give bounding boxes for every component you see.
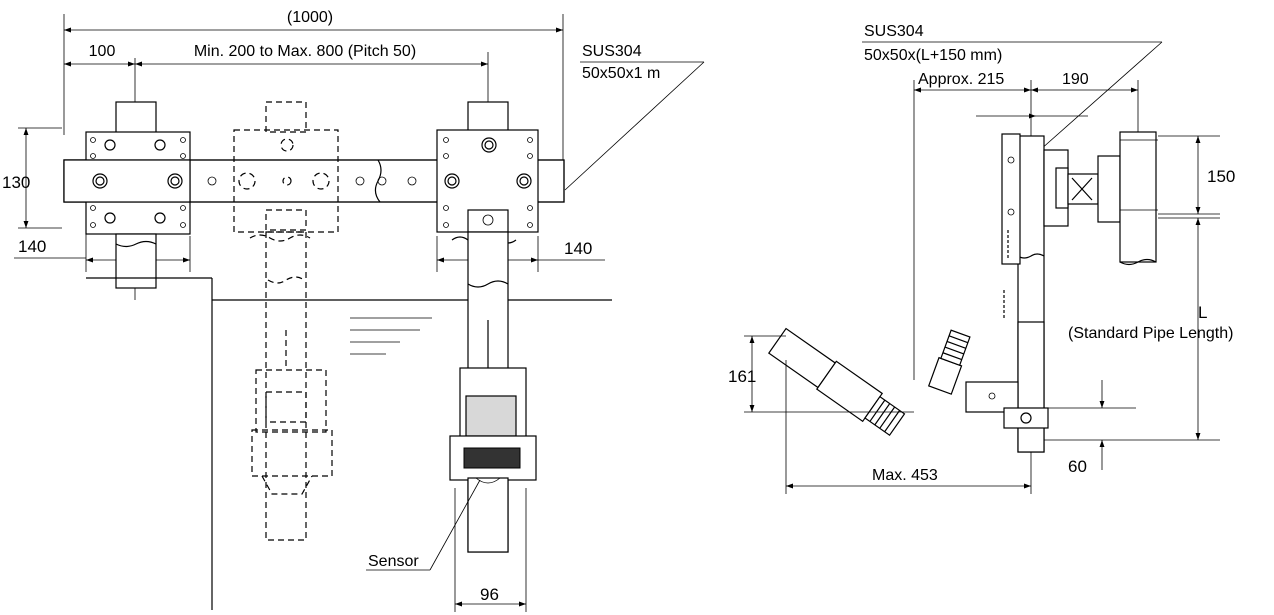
- dimension-base-widths: 140 140: [14, 237, 605, 263]
- left-bracket: [63, 101, 565, 289]
- dimension-pitch-range: 100 Min. 200 to Max. 800 (Pitch 50): [64, 43, 488, 67]
- left-view: (1000) 100 Min. 200 to Max. 800 (Pitch 5…: [2, 9, 705, 612]
- dim-L-label: L: [1198, 303, 1207, 322]
- right-view: SUS304 50x50x(L+150 mm) Approx. 215 190: [728, 23, 1235, 494]
- sensor-callout: Sensor: [366, 479, 481, 571]
- pole-clamp: [1043, 131, 1158, 266]
- dimension-top-right: Approx. 215 190: [913, 71, 1139, 380]
- dimension-sensor-height: 161: [728, 335, 914, 413]
- dimension-height: 130: [2, 127, 30, 228]
- dim-width-label: 96: [480, 585, 499, 604]
- dimension-bottom: 60: [1044, 380, 1136, 476]
- dimension-pipe-width: 96: [455, 585, 526, 607]
- vertical-pipe: [1001, 133, 1045, 453]
- dim-offset-label: 100: [89, 43, 116, 60]
- material-spec-right: 50x50x(L+150 mm): [864, 47, 1002, 64]
- dim-bracket-label: 190: [1062, 71, 1089, 88]
- dim-approx-label: Approx. 215: [918, 71, 1004, 88]
- dim-L-desc: (Standard Pipe Length): [1068, 325, 1233, 342]
- dimension-pipe-length: L (Standard Pipe Length): [1044, 217, 1233, 441]
- dim-base-left-label: 140: [18, 237, 46, 256]
- material-spec-left: 50x50x1 m: [582, 65, 660, 82]
- ground-lines: [86, 277, 612, 610]
- dim-range-label: Min. 200 to Max. 800 (Pitch 50): [194, 43, 416, 60]
- dim-base-right-label: 140: [564, 239, 592, 258]
- dim-bottom-label: 60: [1068, 457, 1087, 476]
- dimension-total-width: (1000): [64, 9, 563, 33]
- dim-sensor-height-label: 161: [728, 367, 756, 386]
- dim-total-label: (1000): [287, 9, 333, 26]
- alternate-position-dashed: [233, 101, 339, 541]
- dim-height-label: 130: [2, 173, 30, 192]
- dim-clamp-label: 150: [1207, 167, 1235, 186]
- material-callout-right: SUS304 50x50x(L+150 mm): [862, 23, 1163, 151]
- material-label-left: SUS304: [582, 43, 642, 60]
- sensor-arm: [767, 327, 1049, 437]
- dimension-max-reach: Max. 453: [785, 360, 1032, 494]
- dim-max-label: Max. 453: [872, 467, 938, 484]
- right-bracket-assembly: [436, 101, 539, 553]
- sensor-label: Sensor: [368, 553, 419, 570]
- dimension-clamp: 150: [1158, 135, 1235, 215]
- material-callout-left: SUS304 50x50x1 m: [564, 43, 705, 191]
- material-label-right: SUS304: [864, 23, 924, 40]
